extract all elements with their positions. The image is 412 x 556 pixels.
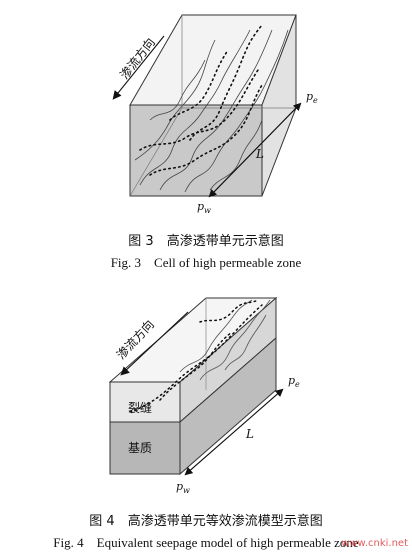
fig3-streamlines [134,29,289,193]
fig3-front-face [129,104,263,197]
fig4-label-pw: pw [176,480,190,495]
fig4-label-L: L [245,427,254,441]
fig3-caption-cn: 图 3 高渗透带单元示意图 [128,234,284,249]
fig4-caption-en: Fig. 4 Equivalent seepage model of high … [53,535,359,550]
fig4-flow-arrow [120,311,189,376]
figure-4: 渗流方向 裂缝 基质 L pe pw [108,296,300,495]
fig3-label-pw: pw [197,200,211,215]
fig4-matrix-label: 基质 [128,441,152,455]
fig4-caption-cn: 图 4 高渗透带单元等效渗流模型示意图 [89,514,323,529]
fig4-label-pe: pe [288,374,300,389]
fig3-flow-arrow [112,35,165,100]
fig4-front-matrix-layer [109,421,181,475]
fig4-streamlines [179,299,271,381]
fig3-label-pe: pe [306,90,318,105]
fig3-label-L: L [255,147,264,161]
figure-3: 渗流方向 L pe pw [112,14,318,215]
watermark: www.cnki.net [341,538,408,549]
fig4-fracture-label: 裂缝 [128,400,152,415]
fig3-dotted-paths [139,24,263,176]
fig3-caption-en: Fig. 3 Cell of high permeable zone [110,255,302,270]
fig4-dotted-paths [129,299,263,413]
